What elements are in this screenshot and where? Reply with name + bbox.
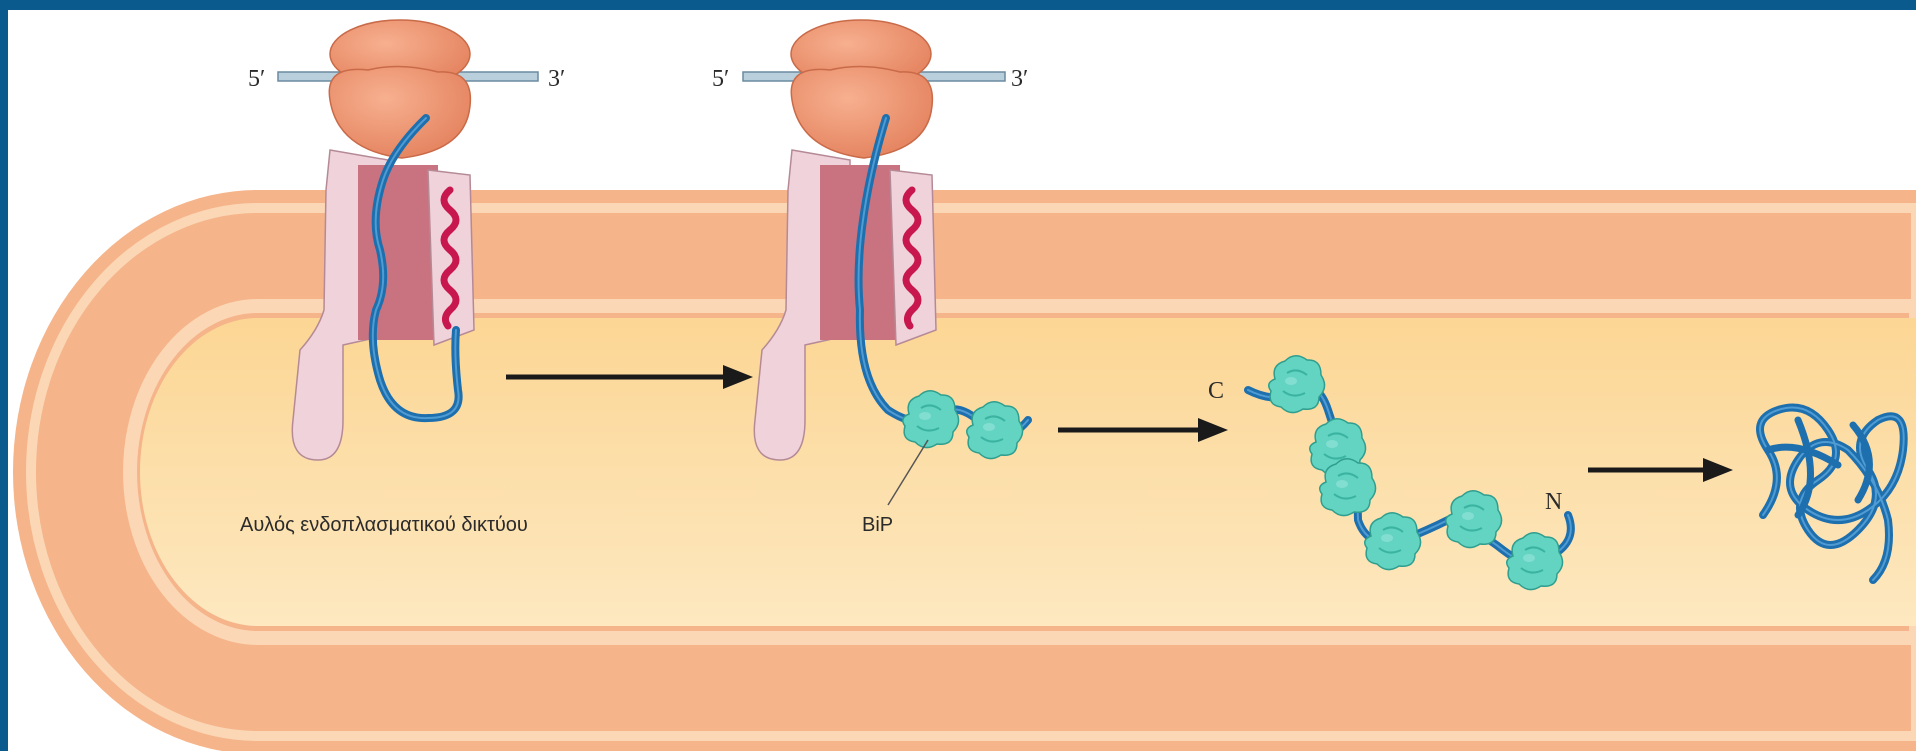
three-prime-label: 3′ — [1011, 66, 1028, 92]
bip-protein — [967, 402, 1023, 459]
bip-label: BiP — [862, 514, 893, 536]
three-prime-label: 3′ — [548, 66, 565, 92]
ribosome — [329, 20, 470, 158]
er-lumen-label: Αυλός ενδοπλασματικού δικτύου — [240, 514, 528, 536]
bip-protein — [1446, 491, 1502, 548]
diagram-stage: 5′ 3′ Αυλός ενδοπλασματικού δικτύου 5′ 3… — [8, 10, 1916, 751]
five-prime-label: 5′ — [712, 66, 729, 92]
bip-protein — [1320, 459, 1376, 516]
bip-protein — [1365, 513, 1421, 570]
bip-protein — [1507, 533, 1563, 590]
c-terminus-label: C — [1208, 378, 1224, 404]
ribosome — [791, 20, 932, 158]
n-terminus-label: N — [1545, 489, 1562, 515]
five-prime-label: 5′ — [248, 66, 265, 92]
er-protein-folding-diagram: 5′ 3′ Αυλός ενδοπλασματικού δικτύου 5′ 3… — [8, 10, 1916, 751]
bip-protein — [1269, 356, 1325, 413]
bip-protein — [903, 391, 959, 448]
